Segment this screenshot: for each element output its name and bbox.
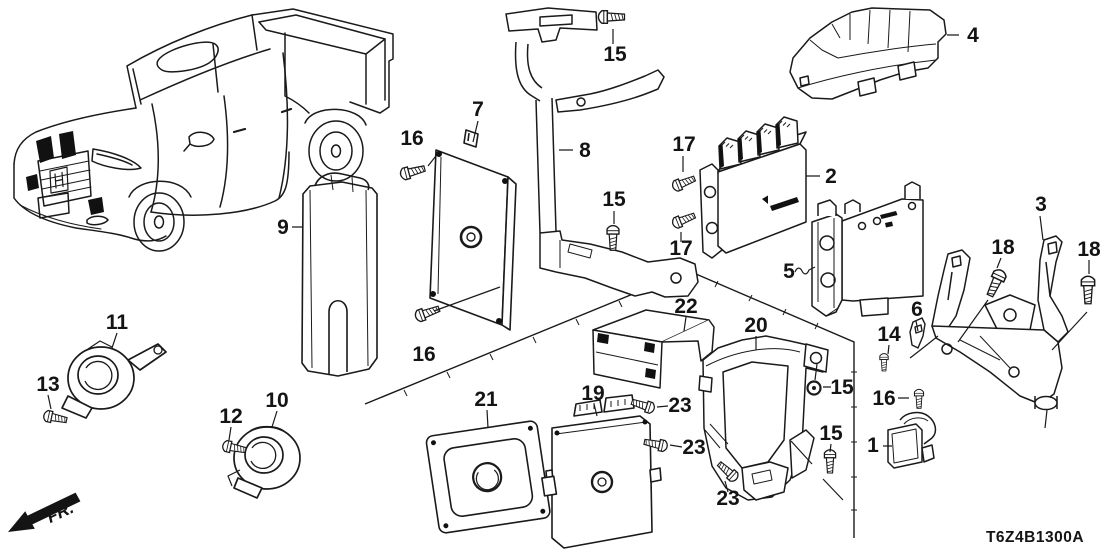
part-21-control-unit — [425, 420, 558, 534]
part-7-control-unit-cover — [429, 129, 517, 331]
callout-17-label[interactable]: 17 — [672, 133, 695, 156]
callout-5-label[interactable]: 5 — [783, 260, 795, 283]
callout-10-label[interactable]: 10 — [265, 389, 288, 412]
callout-15-label[interactable]: 15 — [830, 376, 854, 399]
bolt-18-icon — [1080, 275, 1096, 305]
callout-17-label[interactable]: 17 — [669, 237, 692, 260]
bolt-16-icon — [413, 302, 442, 324]
callout-2-label[interactable]: 2 — [825, 165, 837, 188]
part-3-bracket — [909, 235, 1069, 429]
callout-23-label[interactable]: 23 — [716, 487, 739, 510]
callout-7-label[interactable]: 7 — [472, 98, 484, 121]
part-2-control-module — [699, 116, 807, 259]
bolt-16-icon — [913, 388, 925, 409]
part-10-horn — [227, 425, 301, 499]
part-1-sensor — [887, 411, 937, 469]
grommet-15-icon — [806, 380, 822, 396]
callout-4-label[interactable]: 4 — [967, 24, 979, 47]
callout-15-label[interactable]: 15 — [602, 188, 626, 211]
part-5-bracket — [811, 181, 924, 317]
callout-14-label[interactable]: 14 — [877, 323, 901, 346]
honda-badge — [49, 166, 69, 194]
part-22-cover — [592, 309, 715, 389]
callout-16-label[interactable]: 16 — [400, 127, 423, 150]
callout-3-label[interactable]: 3 — [1035, 193, 1047, 216]
front-wheel — [133, 192, 185, 252]
fr-direction-arrow-icon — [8, 492, 81, 532]
diagram-code: T6Z4B1300A — [986, 529, 1084, 546]
part-6-clip — [909, 317, 926, 349]
callout-22-label[interactable]: 22 — [674, 295, 697, 318]
bolt-16-icon — [398, 162, 427, 182]
callout-16-label[interactable]: 16 — [872, 387, 895, 410]
callout-15-label[interactable]: 15 — [819, 422, 843, 445]
callout-labels: 15 7 16 8 17 2 4 3 15 17 18 18 9 5 6 14 … — [36, 24, 1101, 510]
bolt-14-icon — [879, 353, 889, 372]
callout-9-label[interactable]: 9 — [277, 216, 289, 239]
callout-1-label[interactable]: 1 — [867, 434, 879, 457]
region-divider-lines — [364, 270, 857, 538]
sunroof — [156, 41, 219, 73]
bolt-23-icon — [629, 395, 657, 415]
vehicle-illustration — [13, 8, 394, 252]
license-plate — [37, 192, 70, 219]
bolt-15-icon — [606, 224, 620, 251]
callout-16-label[interactable]: 16 — [412, 343, 435, 366]
callout-18-label[interactable]: 18 — [991, 236, 1015, 259]
callout-15-label[interactable]: 15 — [603, 43, 627, 66]
part-11-horn — [61, 340, 167, 419]
part-8-bracket — [505, 7, 699, 298]
callout-11-label[interactable]: 11 — [106, 311, 129, 334]
callout-20-label[interactable]: 20 — [744, 314, 767, 337]
bolt-15-icon — [597, 9, 626, 25]
rear-wheel — [308, 120, 364, 182]
bolt-17-icon — [670, 172, 698, 194]
fr-direction-indicator: FR. — [8, 492, 81, 532]
leader-lines — [47, 29, 1090, 501]
fog-light — [86, 215, 109, 226]
headlight — [91, 148, 142, 171]
callout-8-label[interactable]: 8 — [579, 139, 591, 162]
callout-23-label[interactable]: 23 — [668, 394, 691, 417]
callout-6-label[interactable]: 6 — [911, 298, 923, 321]
bolt-18-icon — [983, 266, 1009, 300]
part-4-cover — [789, 7, 947, 100]
part-9-cover — [301, 172, 378, 377]
part-20-bracket-frame — [698, 335, 829, 501]
callout-21-label[interactable]: 21 — [474, 388, 498, 411]
callout-18-label[interactable]: 18 — [1077, 238, 1101, 261]
callout-23-label[interactable]: 23 — [682, 436, 705, 459]
fasteners — [42, 9, 1096, 484]
bolt-17-icon — [670, 209, 698, 231]
bolt-15-icon — [823, 449, 837, 474]
callout-19-label[interactable]: 19 — [581, 382, 604, 405]
part-19-control-unit — [545, 394, 662, 549]
callout-12-label[interactable]: 12 — [219, 405, 242, 428]
bolt-13-icon — [42, 409, 69, 427]
callout-13-label[interactable]: 13 — [36, 373, 59, 396]
component-location-marks — [26, 131, 104, 215]
side-mirror — [183, 131, 215, 152]
